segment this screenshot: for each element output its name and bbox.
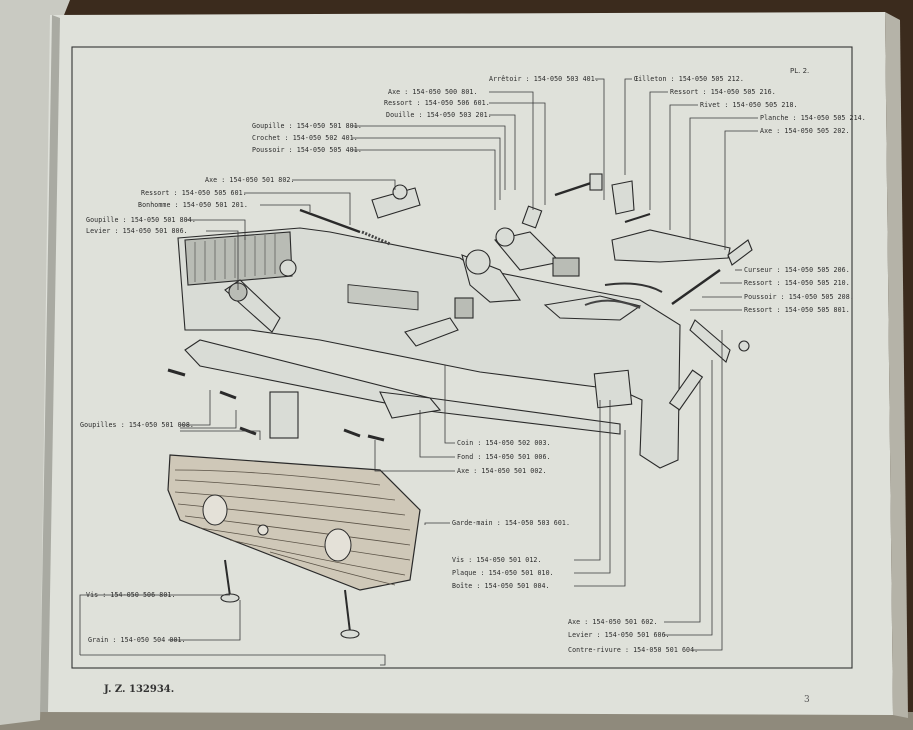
label-poussoir-505208: Poussoir : 154-050 505 208.	[744, 293, 854, 301]
receiver-drawing	[167, 173, 753, 469]
label-arretoir: Arrêtoir : 154-050 503 401.	[489, 75, 599, 83]
label-contre-rivure: Contre-rivure : 154-050 501 604.	[568, 646, 698, 654]
label-axe-501802: Axe : 154-050 501 802.	[205, 176, 295, 184]
label-douille: Douille : 154-050 503 201.	[386, 111, 492, 119]
label-curseur: Curseur : 154-050 505 206.	[744, 266, 850, 274]
label-ressort-505601: Ressort : 154-050 505 601.	[141, 189, 247, 197]
garde-main-drawing	[167, 454, 421, 639]
label-bonhomme: Bonhomme : 154-050 501 201.	[138, 201, 248, 209]
label-ressort-505801: Ressort : 154-050 505 801.	[744, 306, 850, 314]
label-garde-main: Garde-main : 154-050 503 601.	[452, 519, 570, 527]
label-vis-501012: Vis : 154-050 501 012.	[452, 556, 542, 564]
label-ressort-505216: Ressort : 154-050 505 216.	[670, 88, 776, 96]
label-planche: Planche : 154-050 505 214.	[760, 114, 866, 122]
label-rivet: Rivet : 154-050 505 218.	[700, 101, 798, 109]
label-axe-501002: Axe : 154-050 501 002.	[457, 467, 547, 475]
label-axe-501602: Axe : 154-050 501 602.	[568, 618, 658, 626]
label-levier-501606: Levier : 154-050 501 606.	[568, 631, 670, 639]
label-oeilleton: Œilleton : 154-050 505 212.	[634, 75, 744, 83]
label-crochet: Crochet : 154-050 502 401.	[252, 134, 358, 142]
label-axe-500801: Axe : 154-050 500 801.	[388, 88, 478, 96]
plate-frame	[71, 46, 853, 669]
label-plaque: Plaque : 154-050 501 010.	[452, 569, 554, 577]
leader-lines	[79, 78, 758, 666]
label-axe-505202: Axe : 154-050 505 202.	[760, 127, 850, 135]
label-vis-506801: Vis : 154-050 506 801.	[86, 591, 176, 599]
plate-number: PL. 2.	[790, 67, 809, 75]
footer-code: J. Z. 132934.	[103, 684, 174, 695]
label-coin: Coin : 154-050 502 003.	[457, 439, 551, 447]
label-ressort-505210: Ressort : 154-050 505 210.	[744, 279, 850, 287]
label-poussoir-505401: Poussoir : 154-050 505 401.	[252, 146, 362, 154]
label-goupille-501801: Goupille : 154-050 501 801.	[252, 122, 362, 130]
label-ressort-506601: Ressort : 154-050 506 601.	[384, 99, 490, 107]
page-number: 3	[804, 695, 810, 705]
label-fond: Fond : 154-050 501 006.	[457, 453, 551, 461]
part-labels: Arrêtoir : 154-050 503 401. Axe : 154-05…	[80, 75, 866, 654]
label-boite: Boîte : 154-050 501 004.	[452, 582, 550, 590]
label-grain: Grain : 154-050 504 001.	[88, 636, 186, 644]
label-levier-501806: Levier : 154-050 501 806.	[86, 227, 188, 235]
label-goupilles: Goupilles : 154-050 501 008.	[80, 421, 194, 429]
label-goupille-501804: Goupille : 154-050 501 804.	[86, 216, 196, 224]
